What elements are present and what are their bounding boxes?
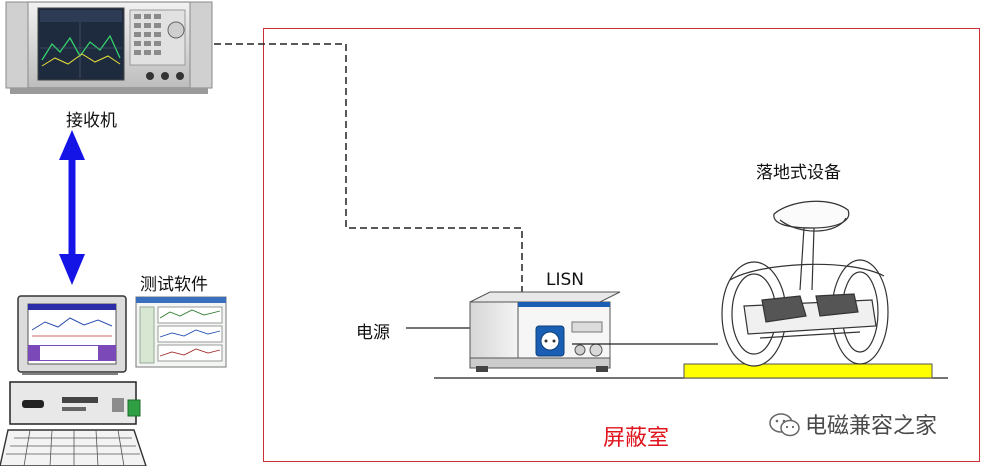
- wechat-icon: [769, 413, 800, 437]
- power-label: 电源: [356, 323, 390, 343]
- keyboard: [0, 429, 147, 466]
- shielded-room-label: 屏蔽室: [603, 426, 670, 451]
- floor-standing-equipment: [721, 200, 889, 367]
- pc-cpu-unit: [9, 373, 141, 425]
- signal-cable: [214, 43, 523, 296]
- insulating-platform: [683, 363, 933, 379]
- test-software-label: 测试软件: [140, 275, 208, 295]
- bidirectional-arrow: [59, 130, 85, 285]
- receiver-label: 接收机: [66, 111, 117, 131]
- receiver-instrument: [5, 1, 213, 94]
- test-software-thumbnail: [135, 296, 227, 368]
- equipment-label: 落地式设备: [756, 163, 841, 183]
- pc-monitor: [17, 295, 127, 373]
- shielded-room-boundary: [263, 28, 980, 462]
- lisn-device: [469, 291, 621, 372]
- lisn-label: LISN: [546, 270, 584, 290]
- watermark-text: 电磁兼容之家: [805, 414, 938, 439]
